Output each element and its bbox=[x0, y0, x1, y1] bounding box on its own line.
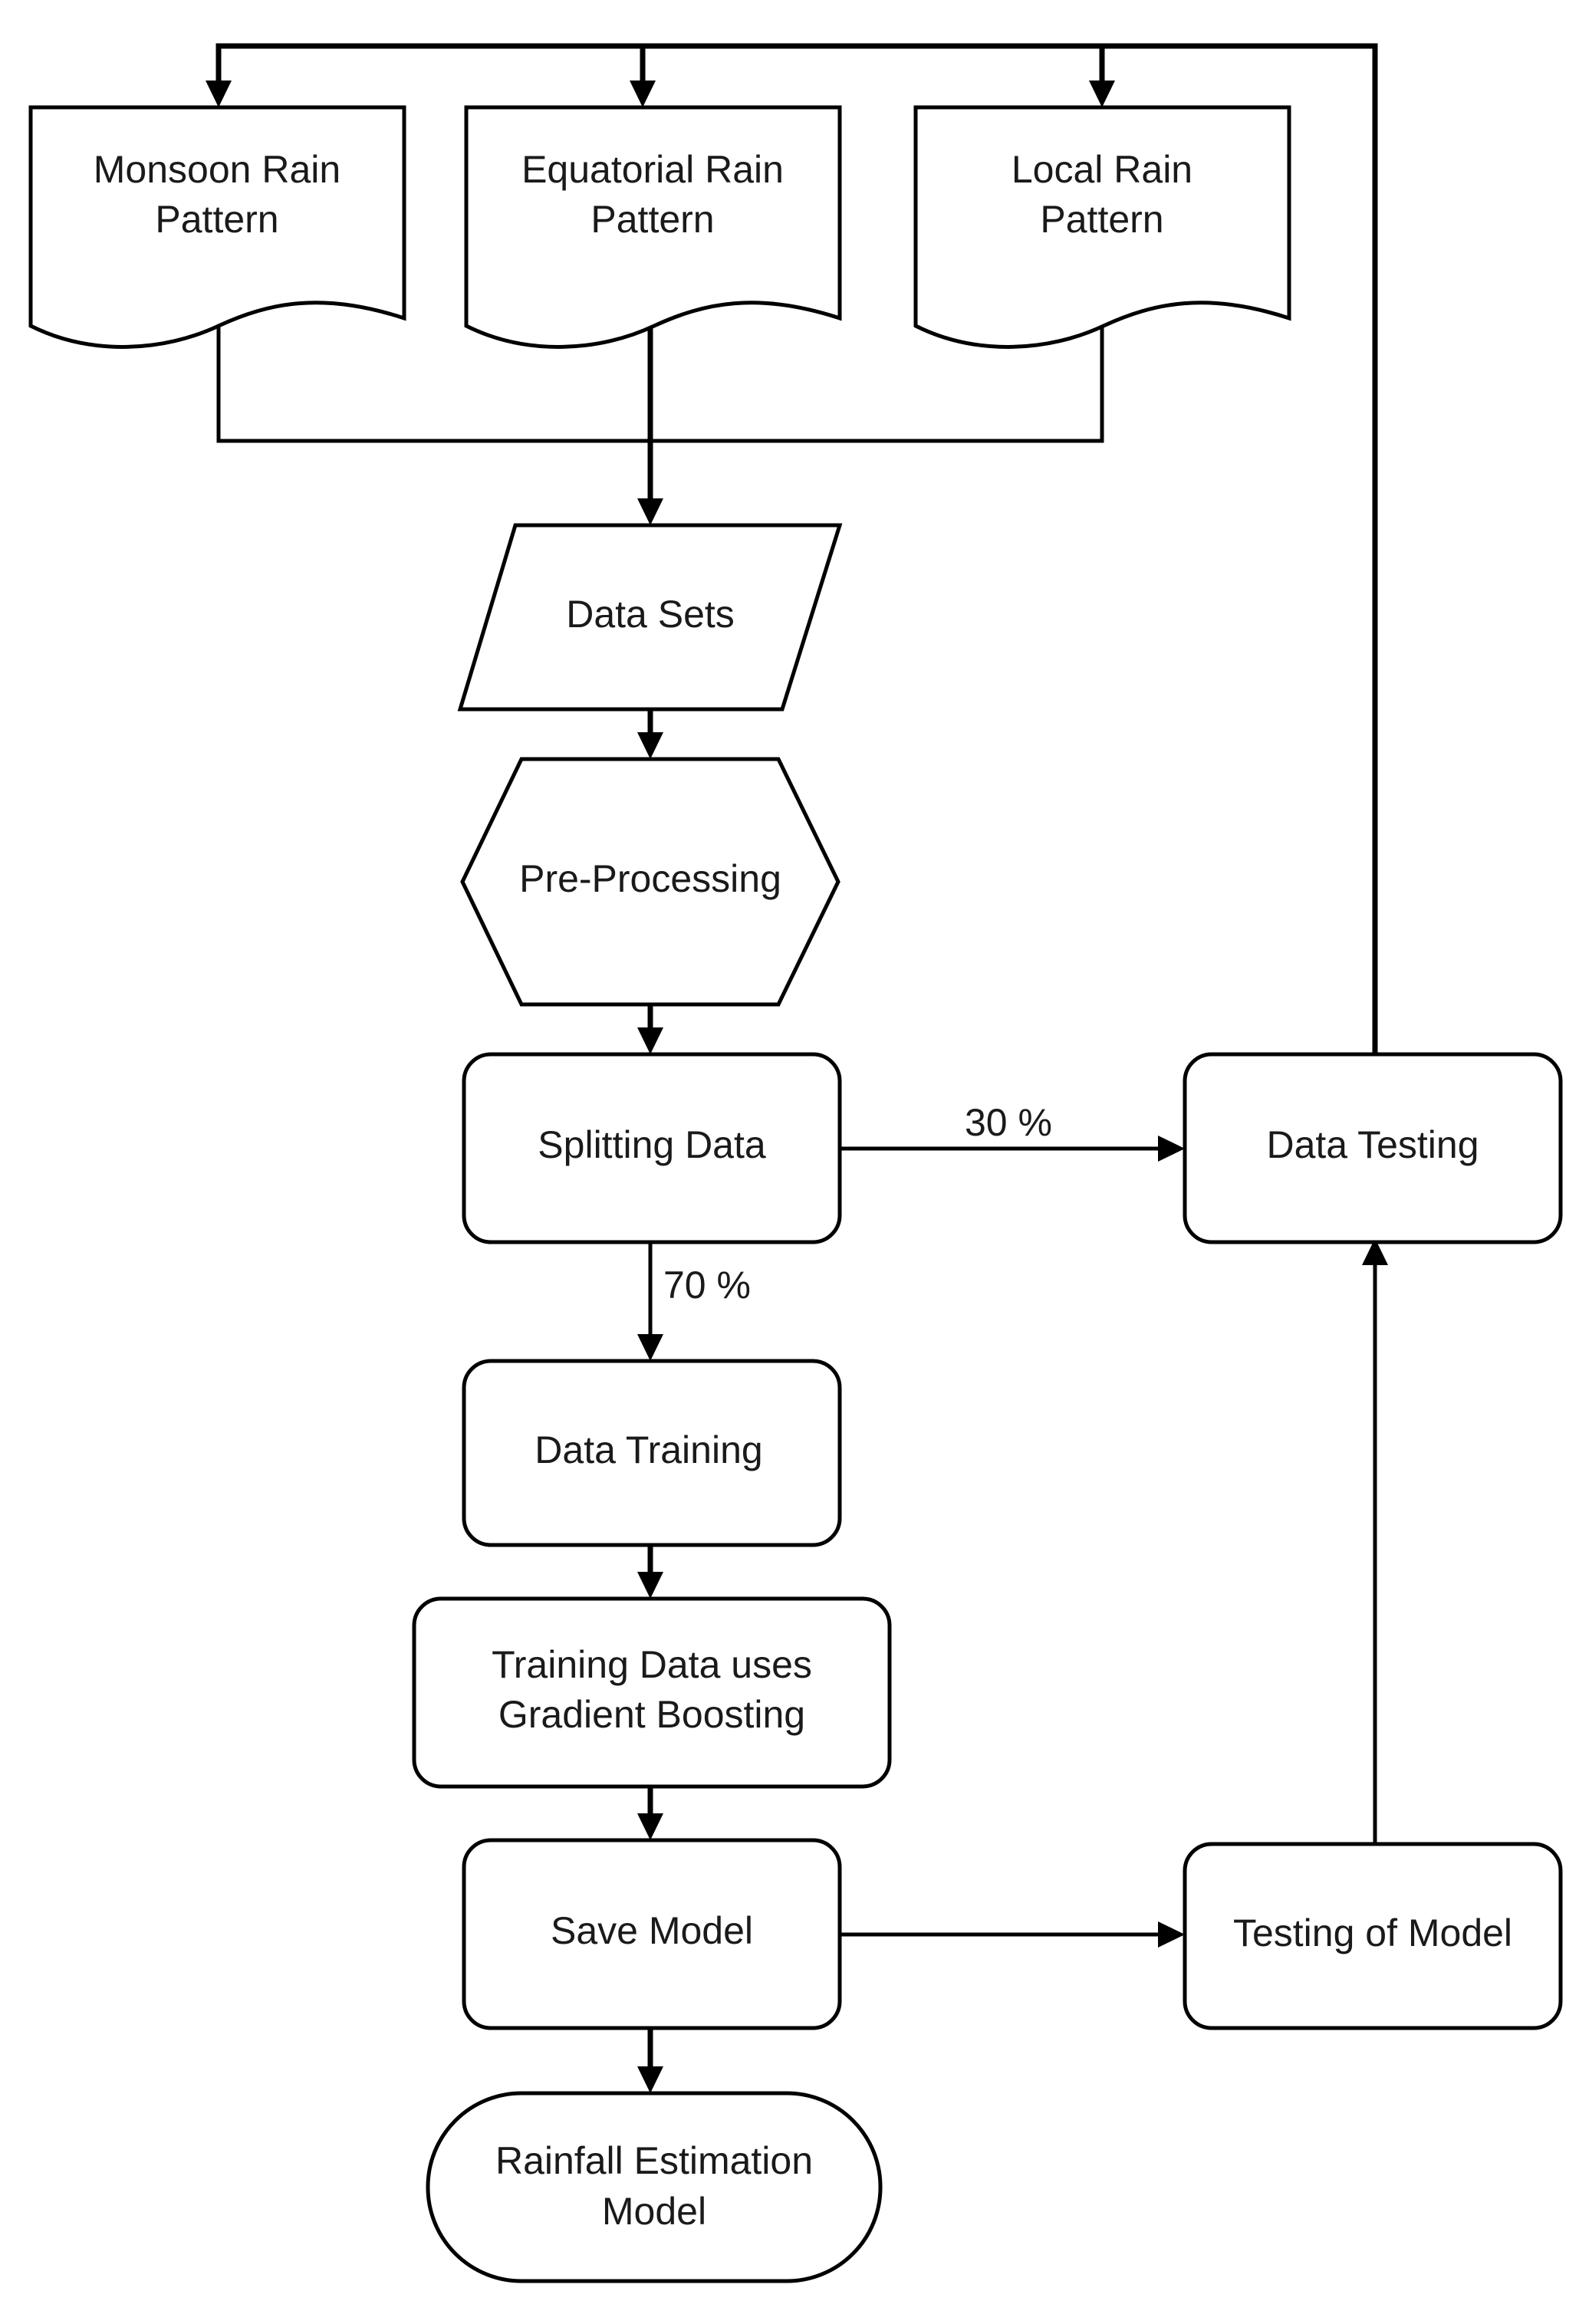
document-shape bbox=[28, 105, 406, 349]
data-training-label: Data Training bbox=[535, 1428, 762, 1471]
equatorial-label-line2: Pattern bbox=[590, 198, 714, 241]
testing-of-model-label: Testing of Model bbox=[1233, 1911, 1512, 1954]
feedback-line bbox=[215, 43, 1378, 1062]
data-testing-node: Data Testing bbox=[1183, 1052, 1563, 1244]
process-box bbox=[412, 1596, 892, 1789]
arrowhead-testing-model bbox=[1158, 1921, 1185, 1948]
data-sets-node: Data Sets bbox=[457, 523, 843, 712]
monsoon-label-line1: Monsoon Rain bbox=[94, 148, 340, 191]
process-box bbox=[462, 1052, 842, 1244]
local-rain-pattern-node: Local Rain Pattern bbox=[913, 105, 1291, 349]
data-sets-label: Data Sets bbox=[566, 593, 735, 636]
monsoon-rain-pattern-node: Monsoon Rain Pattern bbox=[28, 105, 406, 349]
arrowhead-equatorial bbox=[630, 81, 656, 107]
pre-processing-node: Pre-Processing bbox=[460, 757, 840, 1007]
document-shape bbox=[913, 105, 1291, 349]
local-label-line2: Pattern bbox=[1040, 198, 1163, 241]
arrowhead-testing bbox=[1158, 1136, 1185, 1162]
gradient-boosting-node: Training Data uses Gradient Boosting bbox=[412, 1596, 892, 1789]
arrowhead-data-testing-up bbox=[1362, 1238, 1388, 1265]
equatorial-rain-pattern-node: Equatorial Rain Pattern bbox=[464, 105, 842, 349]
data-training-node: Data Training bbox=[462, 1359, 842, 1547]
splitting-data-node: Splitting Data bbox=[462, 1052, 842, 1244]
arrowhead-rainfall bbox=[637, 2066, 663, 2093]
arrowhead-splitting bbox=[637, 1027, 663, 1054]
process-box bbox=[462, 1838, 842, 2030]
process-box bbox=[1183, 1052, 1563, 1244]
rainfall-label-line1: Rainfall Estimation bbox=[495, 2139, 813, 2182]
pre-processing-label: Pre-Processing bbox=[519, 857, 781, 900]
arrowhead-datasets bbox=[637, 498, 663, 525]
parallelogram-shape bbox=[457, 523, 843, 712]
arrowhead-preprocessing bbox=[637, 732, 663, 759]
data-testing-label: Data Testing bbox=[1266, 1123, 1479, 1166]
arrowhead-monsoon bbox=[206, 81, 232, 107]
gradient-label-line2: Gradient Boosting bbox=[498, 1693, 805, 1736]
save-model-label: Save Model bbox=[551, 1909, 753, 1952]
save-model-node: Save Model bbox=[462, 1838, 842, 2030]
splitting-data-label: Splitting Data bbox=[538, 1123, 766, 1166]
arrowhead-local bbox=[1089, 81, 1115, 107]
hexagon-shape bbox=[460, 757, 840, 1007]
monsoon-label-line2: Pattern bbox=[155, 198, 278, 241]
arrowhead-save bbox=[637, 1813, 663, 1840]
document-shape bbox=[464, 105, 842, 349]
arrowhead-gradient bbox=[637, 1572, 663, 1599]
arrowhead-training bbox=[637, 1334, 663, 1361]
gradient-label-line1: Training Data uses bbox=[492, 1643, 812, 1686]
edge-label-70-percent: 70 % bbox=[663, 1264, 751, 1307]
terminator-shape bbox=[426, 2091, 883, 2283]
local-label-line1: Local Rain bbox=[1012, 148, 1192, 191]
equatorial-label-line1: Equatorial Rain bbox=[521, 148, 784, 191]
edge-label-30-percent: 30 % bbox=[965, 1101, 1052, 1144]
rainfall-estimation-model-node: Rainfall Estimation Model bbox=[426, 2091, 883, 2283]
process-box bbox=[1183, 1842, 1563, 2030]
rainfall-label-line2: Model bbox=[602, 2190, 706, 2233]
testing-of-model-node: Testing of Model bbox=[1183, 1842, 1563, 2030]
process-box bbox=[462, 1359, 842, 1547]
merge-line bbox=[216, 326, 1104, 443]
